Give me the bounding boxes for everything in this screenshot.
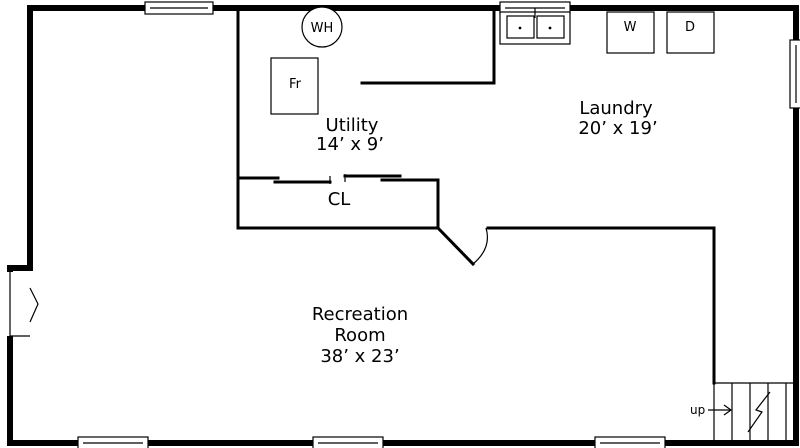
furnace: Fr xyxy=(270,57,319,115)
stairs: up xyxy=(690,383,787,443)
dryer-label: D xyxy=(685,20,695,35)
laundry-name: Laundry xyxy=(579,98,653,119)
washer: W xyxy=(606,11,655,54)
exterior-walls xyxy=(7,5,799,446)
window-bottom-middle xyxy=(312,436,384,448)
utility-name: Utility xyxy=(326,115,379,136)
recreation-room-label: Recreation Room 38’ x 23’ xyxy=(312,304,408,367)
utility-room-label: Utility 14’ x 9’ xyxy=(316,115,384,155)
window-right xyxy=(789,39,800,109)
laundry-dimensions: 20’ x 19’ xyxy=(578,118,657,139)
recreation-name-line1: Recreation xyxy=(312,304,408,325)
window-bottom-right xyxy=(594,436,666,448)
laundry-sink xyxy=(499,8,571,45)
left-wall-door xyxy=(6,272,39,337)
laundry-room-label: Laundry 20’ x 19’ xyxy=(578,98,657,139)
furnace-label: Fr xyxy=(289,77,302,92)
closet-name: CL xyxy=(328,189,351,210)
dryer: D xyxy=(666,11,715,54)
recreation-dimensions: 38’ x 23’ xyxy=(320,346,399,367)
stairs-up-label: up xyxy=(690,403,705,417)
utility-dimensions: 14’ x 9’ xyxy=(316,134,384,155)
closet-label-group: CL xyxy=(328,189,351,210)
interior-walls xyxy=(236,8,796,385)
window-bottom-left xyxy=(77,436,149,448)
washer-label: W xyxy=(624,20,637,35)
water-heater: WH xyxy=(301,6,343,48)
window-top-left xyxy=(144,1,214,15)
recreation-name-line2: Room xyxy=(334,325,385,346)
water-heater-label: WH xyxy=(311,21,334,36)
